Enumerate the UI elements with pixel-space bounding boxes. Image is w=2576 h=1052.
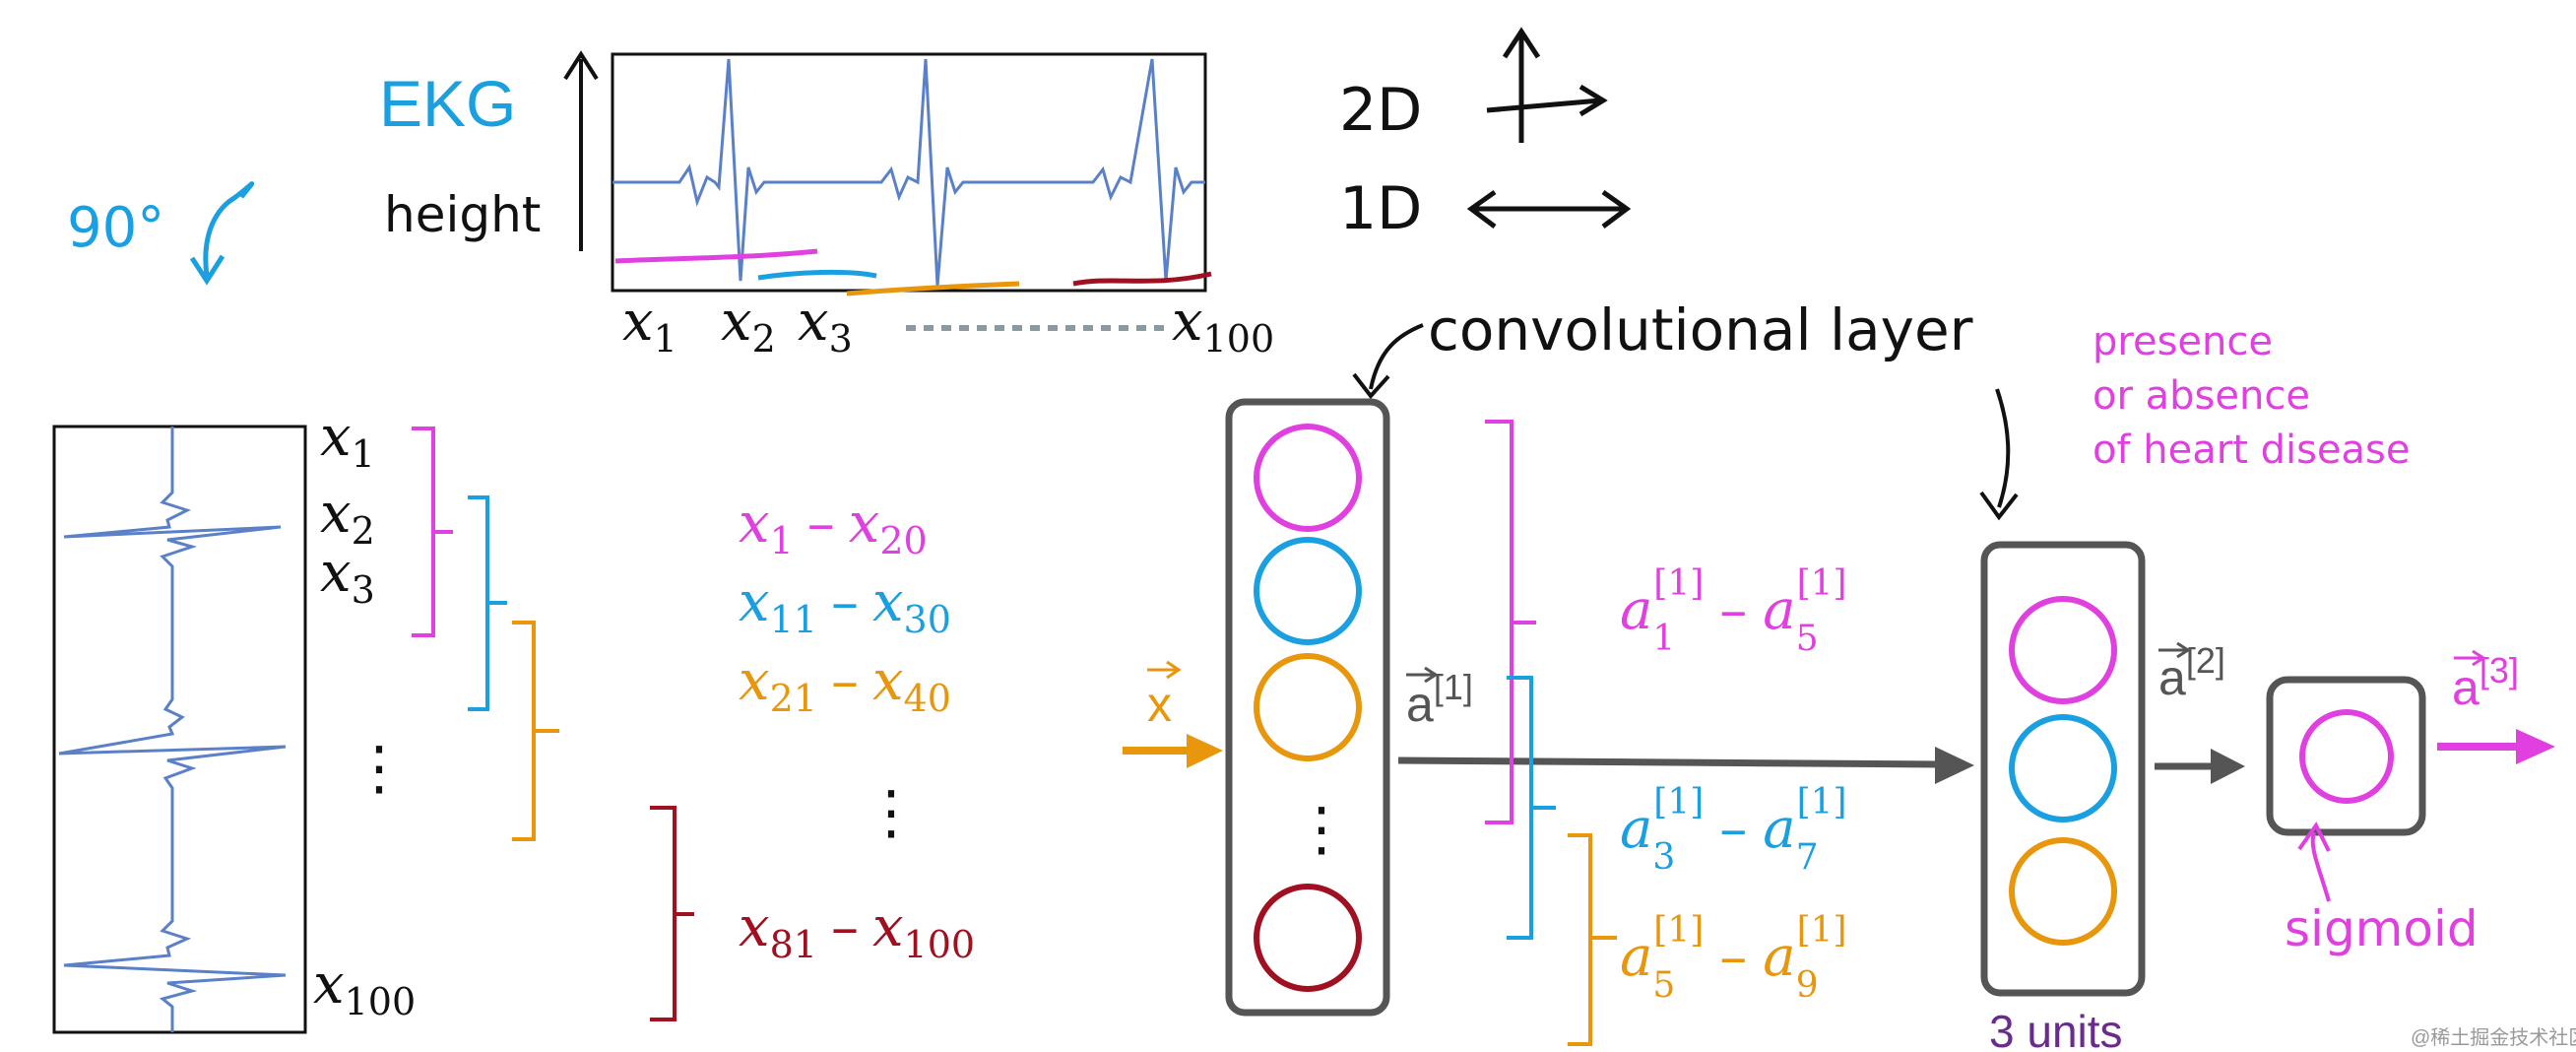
window-range-1: x1–x20	[739, 492, 928, 562]
bracket-blue-right	[1507, 676, 1556, 940]
dim-1d-icon	[1466, 189, 1632, 229]
watermark: @稀土掘金技术社区	[2411, 1026, 2576, 1049]
height-axis-arrowhead	[563, 50, 599, 81]
ekg-x2: x2	[721, 290, 776, 361]
dim-2d-icon	[1486, 27, 1608, 143]
input-vector-label: x	[1147, 677, 1172, 732]
layer1-activation-hat	[1406, 666, 1439, 684]
dim-2d-label: 2D	[1339, 76, 1422, 145]
layer1-to-layer2-arrowhead	[1935, 747, 1974, 784]
sigmoid-arrow	[2310, 831, 2331, 902]
vertical-ekg-signal	[58, 427, 287, 1032]
rotation-arrow	[203, 181, 255, 277]
ekg-title: EKG	[379, 67, 516, 140]
layer2-neuron-2	[2009, 714, 2117, 822]
window-underline-darkred	[1072, 271, 1212, 287]
layer2-window-2: a3[1]–a7[1]	[1620, 782, 1847, 878]
output-note-line2: or absence	[2093, 373, 2310, 419]
ekg-signal	[612, 58, 1205, 287]
layer2-box	[1980, 541, 2146, 997]
bracket-orange-left	[512, 621, 559, 841]
vertical-x3: x3	[320, 541, 375, 612]
layer1-box	[1225, 398, 1390, 1017]
layer1-neuron-3	[1254, 653, 1362, 761]
window-ellipsis: ⋮	[862, 778, 921, 847]
bracket-orange-right	[1568, 833, 1617, 1046]
window-underline-magenta	[614, 248, 818, 264]
output-activation-hat	[2454, 649, 2486, 667]
vertical-x100: x100	[313, 953, 416, 1023]
layer2-activation: a[2]	[2158, 640, 2225, 705]
layer1-ellipsis: ⋮	[1292, 795, 1351, 864]
layer2-to-output-arrowhead	[2211, 749, 2245, 784]
vertical-x1: x1	[320, 405, 375, 476]
output-note-line3: of heart disease	[2093, 427, 2411, 473]
vertical-ellipsis: ⋮	[350, 734, 409, 803]
sigmoid-label: sigmoid	[2285, 900, 2479, 957]
input-arrow-head	[1187, 734, 1223, 768]
layer1-neuron-last	[1254, 884, 1362, 992]
layer2-window-1: a1[1]–a5[1]	[1620, 563, 1847, 659]
layer2-units-label: 3 units	[1989, 1006, 2123, 1052]
layer1-label: convolutional layer	[1428, 296, 1973, 363]
bracket-magenta-left	[412, 427, 453, 637]
output-arrow-head	[2516, 729, 2555, 764]
output-box	[2266, 676, 2426, 836]
bracket-blue-left	[468, 495, 507, 711]
ekg-x1: x1	[622, 290, 677, 361]
layer1-neuron-1	[1254, 424, 1362, 532]
layer1-activation: a[1]	[1406, 667, 1473, 732]
window-range-3: x21–x40	[739, 649, 951, 720]
bracket-darkred-left	[650, 806, 694, 1021]
input-vector-hat	[1147, 660, 1182, 680]
layer2-window-3: a5[1]–a9[1]	[1620, 910, 1847, 1006]
window-underline-blue	[757, 269, 877, 281]
ekg-x3: x3	[798, 290, 853, 361]
layer2-label-arrow	[1995, 388, 2011, 508]
ekg-frame	[611, 52, 1207, 293]
window-underline-orange	[846, 281, 1020, 296]
layer1-neuron-2	[1254, 537, 1362, 645]
window-range-2: x11–x30	[739, 570, 951, 641]
sigmoid-arrowhead	[2297, 822, 2331, 852]
ekg-x100: x100	[1172, 290, 1274, 361]
output-neuron	[2299, 709, 2394, 804]
window-range-4: x81–x100	[739, 895, 975, 966]
vertical-x2: x2	[320, 482, 375, 553]
dim-1d-label: 1D	[1339, 174, 1422, 243]
output-activation: a[3]	[2452, 650, 2519, 715]
rotation-arrowhead	[189, 254, 225, 286]
layer1-label-arrowhead	[1352, 372, 1390, 400]
layer2-label-arrowhead	[1979, 491, 2019, 521]
ekg-ylabel: height	[384, 186, 541, 243]
layer1-to-layer2-line	[1397, 756, 1943, 768]
bracket-magenta-right	[1485, 420, 1536, 824]
rotation-label: 90°	[67, 196, 164, 260]
layer2-neuron-1	[2009, 596, 2117, 704]
output-note-line1: presence	[2093, 319, 2273, 364]
layer2-neuron-3	[2009, 837, 2117, 946]
layer2-activation-hat	[2158, 641, 2191, 659]
layer1-label-arrow	[1369, 323, 1424, 390]
